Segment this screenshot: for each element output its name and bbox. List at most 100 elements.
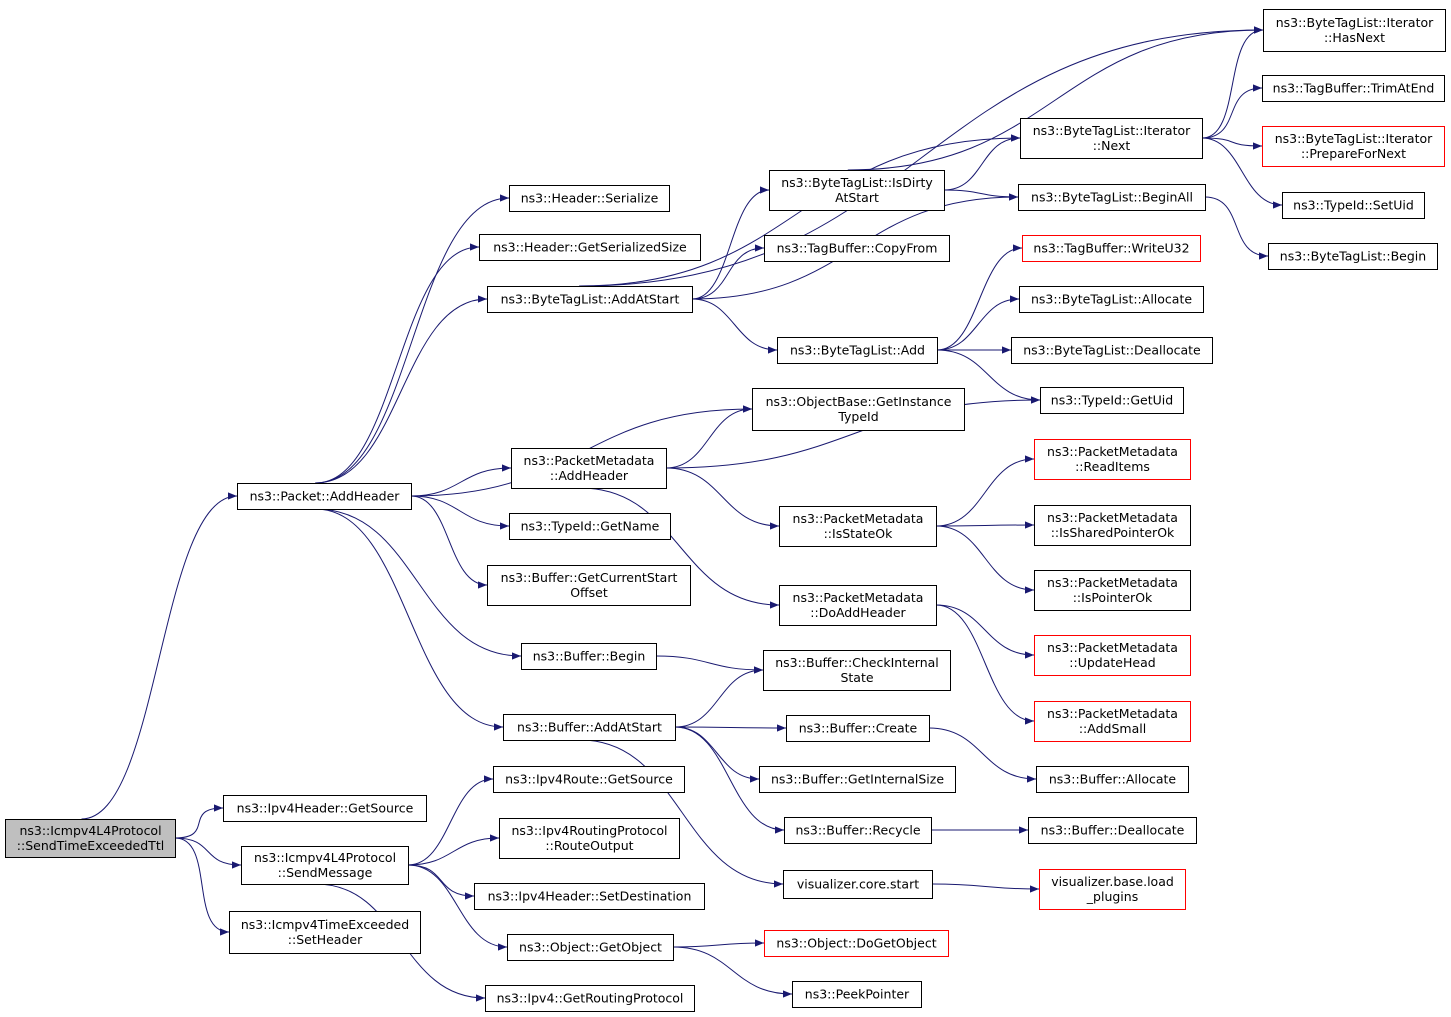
- node-packetmetadata-addheader[interactable]: ns3::PacketMetadata::AddHeader: [511, 448, 667, 489]
- node-ipv4route-getsource[interactable]: ns3::Ipv4Route::GetSource: [493, 766, 685, 793]
- node-ipv4header-getsource[interactable]: ns3::Ipv4Header::GetSource: [223, 795, 427, 822]
- node-box: [1262, 75, 1445, 102]
- node-btl-beginall[interactable]: ns3::ByteTagList::BeginAll: [1018, 184, 1206, 211]
- node-box: [499, 818, 680, 859]
- node-label: ::AddSmall: [1079, 721, 1146, 736]
- node-visualizer-base-load-plugins[interactable]: visualizer.base.load_plugins: [1039, 869, 1186, 910]
- edge-icmp-sendmessage-to-ipv4header-setdestination: [407, 864, 475, 900]
- node-box: [1034, 701, 1191, 742]
- node-box: [1040, 387, 1184, 414]
- node-label: ns3::PacketMetadata: [793, 590, 924, 605]
- node-buffer-getinternalsize[interactable]: ns3::Buffer::GetInternalSize: [759, 766, 956, 793]
- node-box: [509, 185, 670, 212]
- node-label: ::IsPointerOk: [1073, 590, 1153, 605]
- node-header-serialize[interactable]: ns3::Header::Serialize: [509, 185, 670, 212]
- node-packetmetadata-updatehead[interactable]: ns3::PacketMetadata::UpdateHead: [1034, 635, 1191, 676]
- node-box: [1022, 235, 1201, 262]
- node-box: [759, 766, 956, 793]
- node-btl-iterator-next[interactable]: ns3::ByteTagList::Iterator::Next: [1020, 118, 1203, 159]
- node-packet-addheader[interactable]: ns3::Packet::AddHeader: [237, 483, 412, 510]
- node-buffer-begin[interactable]: ns3::Buffer::Begin: [521, 643, 657, 670]
- edge-btl-addatstart-to-btl-isdirtyatstart: [691, 186, 770, 300]
- edge-icmp-sendmessage-to-object-getobject: [407, 864, 508, 951]
- node-packetmetadata-doaddheader[interactable]: ns3::PacketMetadata::DoAddHeader: [779, 585, 937, 626]
- node-label: ns3::PacketMetadata: [1047, 575, 1178, 590]
- node-typeid-setuid[interactable]: ns3::TypeId::SetUid: [1282, 192, 1425, 219]
- node-label: ns3::Buffer::GetCurrentStart: [501, 570, 678, 585]
- node-label: ::DoAddHeader: [810, 605, 906, 620]
- node-label: ns3::TagBuffer::WriteU32: [1033, 241, 1189, 256]
- edge-root-to-packet-addheader: [81, 492, 238, 820]
- edge-packet-addheader-to-buffer-addatstart: [315, 508, 504, 731]
- node-packetmetadata-addsmall[interactable]: ns3::PacketMetadata::AddSmall: [1034, 701, 1191, 742]
- node-box: [1282, 192, 1425, 219]
- node-box: [5, 819, 176, 858]
- node-object-getobject[interactable]: ns3::Object::GetObject: [507, 934, 674, 961]
- node-tagbuffer-trimatend[interactable]: ns3::TagBuffer::TrimAtEnd: [1262, 75, 1445, 102]
- node-buffer-deallocate[interactable]: ns3::Buffer::Deallocate: [1028, 817, 1197, 844]
- node-buffer-recycle[interactable]: ns3::Buffer::Recycle: [784, 817, 932, 844]
- node-tagbuffer-writeu32[interactable]: ns3::TagBuffer::WriteU32: [1022, 235, 1201, 262]
- node-object-dogetobject[interactable]: ns3::Object::DoGetObject: [764, 930, 949, 957]
- node-label: ns3::Object::DoGetObject: [776, 936, 936, 951]
- node-packetmetadata-ispointerok[interactable]: ns3::PacketMetadata::IsPointerOk: [1034, 570, 1191, 611]
- node-label: ns3::ByteTagList::Iterator: [1033, 123, 1191, 138]
- node-label: ::SetHeader: [288, 932, 363, 947]
- node-box: [777, 337, 938, 364]
- node-btl-begin[interactable]: ns3::ByteTagList::Begin: [1268, 243, 1438, 270]
- node-label: ns3::Ipv4RoutingProtocol: [511, 823, 667, 838]
- node-ipv4routingprotocol-routeoutput[interactable]: ns3::Ipv4RoutingProtocol::RouteOutput: [499, 818, 680, 859]
- edge-packet-addheader-to-typeid-getname: [410, 495, 510, 530]
- node-label: ns3::ByteTagList::BeginAll: [1031, 190, 1193, 205]
- node-btl-allocate[interactable]: ns3::ByteTagList::Allocate: [1019, 286, 1204, 313]
- node-box: [764, 930, 949, 957]
- edge-btl-addatstart-to-btl-iterator-hasnext: [579, 26, 1264, 287]
- node-peekpointer[interactable]: ns3::PeekPointer: [792, 981, 922, 1008]
- node-btl-iterator-hasnext[interactable]: ns3::ByteTagList::Iterator::HasNext: [1263, 9, 1446, 52]
- node-buffer-addatstart[interactable]: ns3::Buffer::AddAtStart: [503, 714, 676, 741]
- node-visualizer-core-start[interactable]: visualizer.core.start: [783, 870, 933, 899]
- node-root[interactable]: ns3::Icmpv4L4Protocol::SendTimeExceededT…: [5, 819, 176, 858]
- edge-btl-isdirtyatstart-to-btl-beginall: [943, 189, 1019, 201]
- node-label: ns3::TypeId::GetName: [521, 519, 660, 534]
- node-buffer-create[interactable]: ns3::Buffer::Create: [786, 715, 930, 742]
- node-label: ns3::ByteTagList::Add: [790, 343, 925, 358]
- node-btl-add[interactable]: ns3::ByteTagList::Add: [777, 337, 938, 364]
- node-btl-iterator-preparefornext[interactable]: ns3::ByteTagList::Iterator::PrepareForNe…: [1262, 126, 1445, 167]
- node-buffer-allocate[interactable]: ns3::Buffer::Allocate: [1036, 766, 1189, 793]
- node-label: ns3::ByteTagList::IsDirty: [781, 175, 933, 190]
- node-box: [509, 513, 671, 540]
- node-typeid-getuid[interactable]: ns3::TypeId::GetUid: [1040, 387, 1184, 414]
- edge-packetmetadata-isstateok-to-packetmetadata-issharedpointerok: [935, 521, 1035, 529]
- node-ipv4-getroutingprotocol[interactable]: ns3::Ipv4::GetRoutingProtocol: [485, 985, 695, 1012]
- node-icmp-sendmessage[interactable]: ns3::Icmpv4L4Protocol::SendMessage: [241, 846, 409, 885]
- node-tagbuffer-copyfrom[interactable]: ns3::TagBuffer::CopyFrom: [764, 235, 950, 262]
- node-box: [1034, 505, 1191, 546]
- node-icmp-timeexceeded-setheader[interactable]: ns3::Icmpv4TimeExceeded::SetHeader: [229, 911, 421, 954]
- node-typeid-getname[interactable]: ns3::TypeId::GetName: [509, 513, 671, 540]
- edge-object-getobject-to-object-dogetobject: [672, 939, 765, 948]
- node-label: Offset: [570, 585, 608, 600]
- edge-packet-addheader-to-buffer-begin: [315, 508, 522, 660]
- node-label: ::PrepareForNext: [1301, 146, 1406, 161]
- node-box: [1034, 439, 1191, 480]
- node-ipv4header-setdestination[interactable]: ns3::Ipv4Header::SetDestination: [474, 883, 705, 910]
- node-box: [769, 170, 945, 211]
- node-label: ns3::PacketMetadata: [1047, 640, 1178, 655]
- node-label: ns3::TypeId::SetUid: [1293, 198, 1414, 213]
- node-header-getserializedsize[interactable]: ns3::Header::GetSerializedSize: [479, 234, 701, 261]
- node-btl-deallocate[interactable]: ns3::ByteTagList::Deallocate: [1011, 337, 1213, 364]
- node-box: [764, 235, 950, 262]
- node-packetmetadata-isstateok[interactable]: ns3::PacketMetadata::IsStateOk: [779, 506, 937, 547]
- node-packetmetadata-issharedpointerok[interactable]: ns3::PacketMetadata::IsSharedPointerOk: [1034, 505, 1191, 546]
- node-packetmetadata-readitems[interactable]: ns3::PacketMetadata::ReadItems: [1034, 439, 1191, 480]
- node-box: [487, 286, 693, 313]
- node-label: ns3::ByteTagList::Begin: [1280, 249, 1426, 264]
- node-label: ns3::Buffer::AddAtStart: [517, 720, 662, 735]
- node-btl-addatstart[interactable]: ns3::ByteTagList::AddAtStart: [487, 286, 693, 313]
- edge-packetmetadata-addheader-to-packetmetadata-isstateok: [665, 467, 780, 530]
